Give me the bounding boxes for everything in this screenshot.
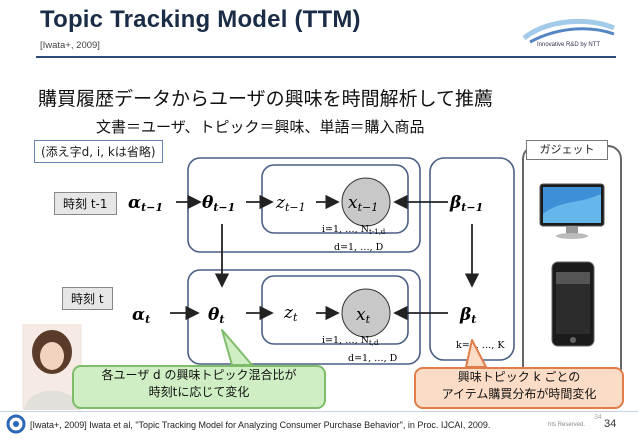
node-z-curr: zt bbox=[283, 303, 298, 324]
time-prev-label: 時刻 t-1 bbox=[54, 192, 117, 215]
gadget-label: ガジェット bbox=[526, 140, 608, 160]
theta-change-callout: 各ユーザ d の興味トピック混合比が 時刻tに応じて変化 bbox=[72, 365, 326, 409]
subscript-note: (添え字d, i, kは省略) bbox=[34, 140, 163, 163]
title-citation: [Iwata+, 2009] bbox=[40, 40, 100, 51]
callout-orange-line1: 興味トピック k ごとの bbox=[457, 370, 581, 384]
time-curr-label: 時刻 t bbox=[62, 287, 113, 310]
node-beta-prev: βt−1 bbox=[449, 193, 483, 214]
callout-green-line2: 時刻tに応じて変化 bbox=[148, 385, 250, 399]
sub-heading: 文書＝ユーザ、トピック＝興味、単語＝購入商品 bbox=[96, 118, 425, 136]
plate-k-label: k=1, …, K bbox=[456, 340, 505, 351]
ntt-logo bbox=[522, 18, 615, 44]
main-heading: 購買履歴データからユーザの興味を時間解析して推薦 bbox=[38, 88, 494, 110]
monitor-icon bbox=[539, 183, 605, 239]
callout-green-line1: 各ユーザ d の興味トピック混合比が bbox=[101, 368, 297, 382]
node-x-prev: xt−1 bbox=[348, 193, 378, 214]
node-z-prev: zt−1 bbox=[275, 193, 306, 214]
plate-curr-outer-label: d=1, …, D bbox=[348, 353, 398, 364]
node-x-curr: xt bbox=[356, 305, 371, 326]
observed-node-curr bbox=[341, 288, 391, 338]
page-number: 34 bbox=[604, 418, 617, 430]
callout-orange-line2: アイテム購買分布が時間変化 bbox=[441, 387, 597, 401]
footer-rights: hts Reserved. bbox=[548, 422, 586, 428]
node-theta-curr: θt bbox=[208, 305, 224, 326]
node-alpha-curr: αt bbox=[132, 305, 150, 326]
green-callout-pointer bbox=[221, 329, 253, 366]
slide-title: Topic Tracking Model (TTM) bbox=[40, 6, 361, 33]
plate-curr-inner-label: i=1, …, Nt,d bbox=[322, 335, 379, 347]
footer-logo-icon bbox=[6, 414, 26, 434]
logo-caption: Innovative R&D by NTT bbox=[537, 42, 601, 48]
phone-icon bbox=[551, 261, 595, 347]
plate-prev-inner-label: i=1, …, Nt-1,d bbox=[322, 224, 386, 236]
title-divider bbox=[36, 56, 616, 58]
node-alpha-prev: αt−1 bbox=[128, 193, 163, 214]
footer-citation: [Iwata+, 2009] Iwata et al, "Topic Track… bbox=[30, 420, 491, 430]
page-number-ghost: 34 bbox=[594, 414, 602, 421]
node-beta-curr: βt bbox=[459, 305, 476, 326]
footer-divider bbox=[0, 411, 638, 412]
observed-node-prev bbox=[341, 177, 391, 227]
beta-change-callout: 興味トピック k ごとの アイテム購買分布が時間変化 bbox=[414, 367, 624, 409]
plate-prev-outer-label: d=1, …, D bbox=[334, 242, 384, 253]
node-theta-prev: θt−1 bbox=[202, 193, 235, 214]
